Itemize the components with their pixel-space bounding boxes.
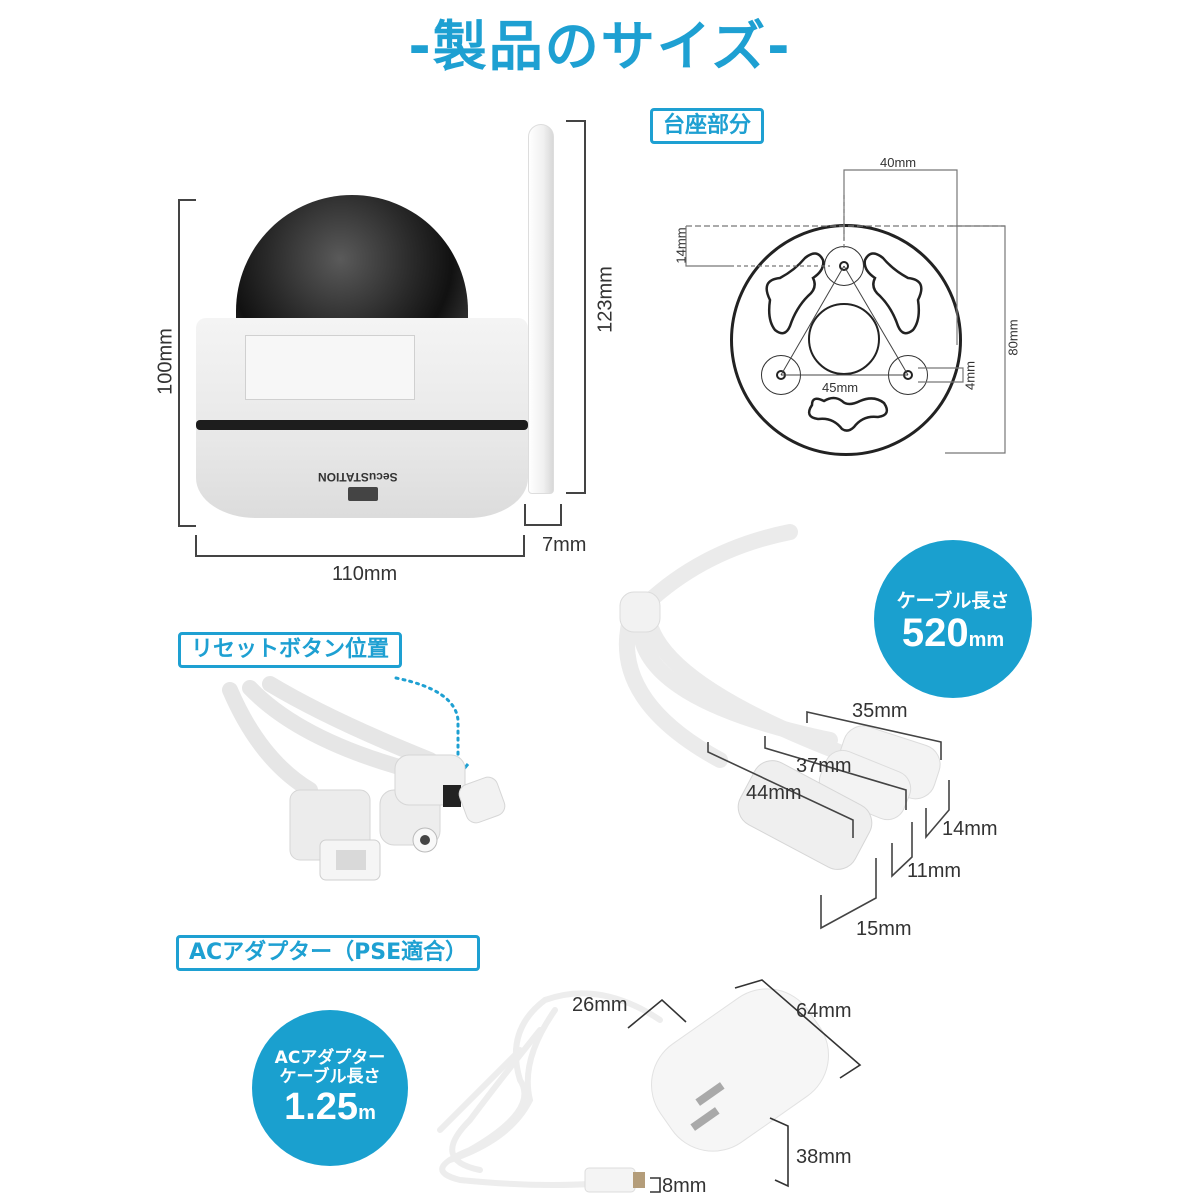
ac-adapter-label: ACアダプター（PSE適合） bbox=[176, 935, 481, 972]
dim-label-connector2-length: 37mm bbox=[796, 755, 852, 777]
camera-band bbox=[196, 420, 528, 430]
cable-length-caption: ケーブル長さ bbox=[896, 589, 1010, 612]
mount-center-hole bbox=[808, 303, 880, 375]
dim-label-height: 100mm bbox=[154, 328, 177, 395]
camera-brand-label: SecuSTATION bbox=[318, 470, 398, 484]
dim-label-hole-spacing: 40mm bbox=[880, 155, 917, 170]
dim-label-connector1-diameter: 14mm bbox=[942, 818, 998, 840]
dim-label-height-antenna: 123mm bbox=[594, 266, 617, 333]
dim-tick bbox=[560, 504, 562, 526]
cable-length-value-wrap: 520mm bbox=[902, 613, 1004, 653]
dim-label-connector1-length: 35mm bbox=[852, 700, 908, 722]
dim-line-width bbox=[195, 555, 525, 557]
camera-antenna bbox=[528, 124, 554, 494]
dim-tick bbox=[566, 120, 586, 122]
dim-tick bbox=[523, 535, 525, 557]
dim-label-bottom-spacing: 45mm bbox=[822, 380, 859, 395]
screw-hole-right bbox=[903, 370, 913, 380]
adapter-cable-length-value: 1.25 bbox=[284, 1085, 359, 1128]
dim-line-antenna-width bbox=[524, 524, 562, 526]
dim-label-adapter-depth: 26mm bbox=[572, 994, 628, 1016]
dim-label-connector2-diameter: 11mm bbox=[907, 860, 962, 882]
cable-length-value: 520 bbox=[901, 610, 969, 655]
screw-hole-left bbox=[776, 370, 786, 380]
brand-logo-icon bbox=[348, 487, 378, 501]
reset-button-label: リセットボタン位置 bbox=[178, 632, 403, 669]
dim-label-top-offset: 14mm bbox=[673, 227, 689, 264]
cable-length-unit: mm bbox=[968, 628, 1005, 651]
adapter-bubble-line1: ACアダプター bbox=[274, 1047, 386, 1068]
dim-line-height bbox=[178, 199, 180, 527]
dim-label-antenna-width: 7mm bbox=[542, 534, 587, 556]
dim-label-adapter-length: 64mm bbox=[796, 1000, 852, 1022]
dim-tick bbox=[195, 535, 197, 557]
dim-tick bbox=[178, 525, 196, 527]
adapter-cable-length-bubble: ACアダプター ケーブル長さ 1.25m bbox=[252, 1010, 408, 1166]
dim-label-plug-diameter: 8mm bbox=[662, 1175, 707, 1197]
dim-line-height-antenna bbox=[584, 120, 586, 494]
page-title: -製品のサイズ- bbox=[408, 15, 792, 78]
screw-hole-top bbox=[839, 261, 849, 271]
dim-tick bbox=[524, 504, 526, 526]
dim-tick bbox=[566, 492, 586, 494]
cable-length-bubble: ケーブル長さ 520mm bbox=[874, 540, 1032, 698]
adapter-bubble-line2: ケーブル長さ bbox=[279, 1067, 381, 1088]
camera-cover-plate bbox=[245, 335, 415, 400]
dim-label-hole-size: 4mm bbox=[962, 361, 978, 390]
mount-label: 台座部分 bbox=[650, 108, 765, 145]
dim-label-connector3-diameter: 15mm bbox=[856, 918, 912, 940]
dim-label-width: 110mm bbox=[332, 563, 398, 585]
adapter-cable-length-unit: m bbox=[358, 1101, 376, 1124]
dim-label-connector3-length: 44mm bbox=[746, 782, 802, 804]
adapter-cable-value-wrap: 1.25m bbox=[284, 1085, 376, 1128]
dim-tick bbox=[178, 199, 196, 201]
dim-label-adapter-height: 38mm bbox=[796, 1146, 852, 1168]
dim-label-plate-diameter: 80mm bbox=[1005, 319, 1021, 356]
